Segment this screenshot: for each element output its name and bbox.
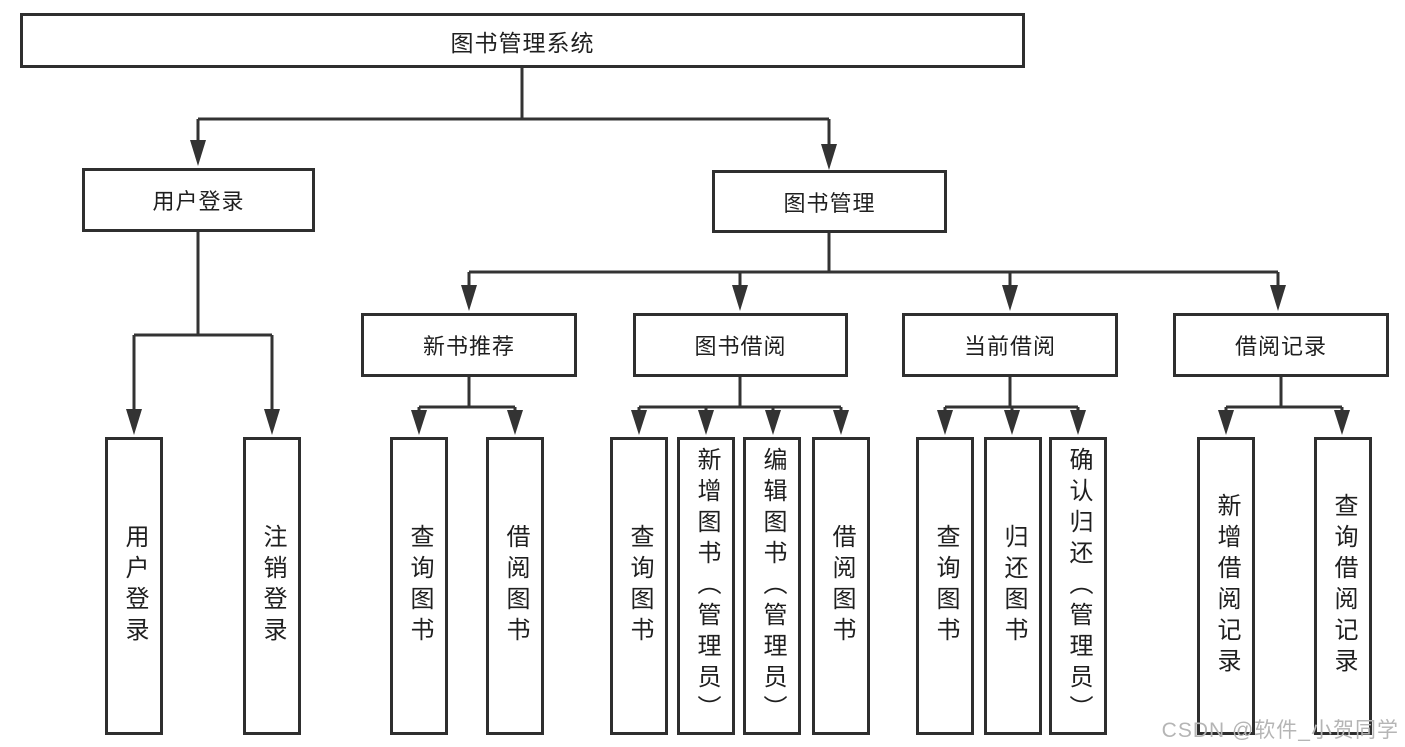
leaf-add-borrow-record: 新增借阅记录: [1197, 437, 1255, 735]
leaf-add-books-admin: 新增图书（管理员）: [677, 437, 735, 735]
node-label: 新书推荐: [422, 334, 515, 359]
leaf-label: 注销登录: [259, 524, 286, 648]
leaf-query-books-current: 查询图书: [916, 437, 974, 735]
leaf-label: 归还图书: [1000, 524, 1027, 648]
node-library-management-system: 图书管理系统: [20, 13, 1025, 68]
node-label: 当前借阅: [963, 334, 1056, 359]
node-label: 借阅记录: [1234, 334, 1327, 359]
node-label: 图书管理系统: [450, 29, 595, 56]
leaf-query-borrow-record: 查询借阅记录: [1314, 437, 1372, 735]
leaf-label: 查询借阅记录: [1330, 493, 1357, 679]
leaf-label: 确认归还（管理员）: [1065, 446, 1092, 726]
leaf-label: 查询图书: [406, 524, 433, 648]
leaf-confirm-return-admin: 确认归还（管理员）: [1049, 437, 1107, 735]
node-borrowing-records: 借阅记录: [1173, 313, 1389, 377]
leaf-query-books-borrowing: 查询图书: [610, 437, 668, 735]
leaf-label: 用户登录: [121, 524, 148, 648]
node-book-management: 图书管理: [712, 170, 947, 233]
leaf-label: 新增借阅记录: [1213, 493, 1240, 679]
leaf-label: 编辑图书（管理员）: [759, 446, 786, 726]
leaf-label: 查询图书: [626, 524, 653, 648]
leaf-return-books: 归还图书: [984, 437, 1042, 735]
leaf-borrow-books-borrowing: 借阅图书: [812, 437, 870, 735]
leaf-label: 新增图书（管理员）: [693, 446, 720, 726]
leaf-label: 借阅图书: [502, 524, 529, 648]
node-current-borrowing: 当前借阅: [902, 313, 1118, 377]
node-new-book-recommend: 新书推荐: [361, 313, 577, 377]
arrowheads: [126, 140, 1350, 435]
leaf-label: 查询图书: [932, 524, 959, 648]
node-user-login: 用户登录: [82, 168, 315, 232]
node-label: 用户登录: [152, 189, 245, 214]
leaf-logout: 注销登录: [243, 437, 301, 735]
csdn-watermark: CSDN @软件_小贺同学: [1161, 719, 1399, 742]
node-book-borrowing: 图书借阅: [633, 313, 848, 377]
node-label: 图书借阅: [694, 334, 787, 359]
leaf-label: 借阅图书: [828, 524, 855, 648]
node-label: 图书管理: [783, 190, 876, 216]
leaf-user-login: 用户登录: [105, 437, 163, 735]
leaf-edit-books-admin: 编辑图书（管理员）: [743, 437, 801, 735]
leaf-query-books-recommend: 查询图书: [390, 437, 448, 735]
leaf-borrow-books-recommend: 借阅图书: [486, 437, 544, 735]
